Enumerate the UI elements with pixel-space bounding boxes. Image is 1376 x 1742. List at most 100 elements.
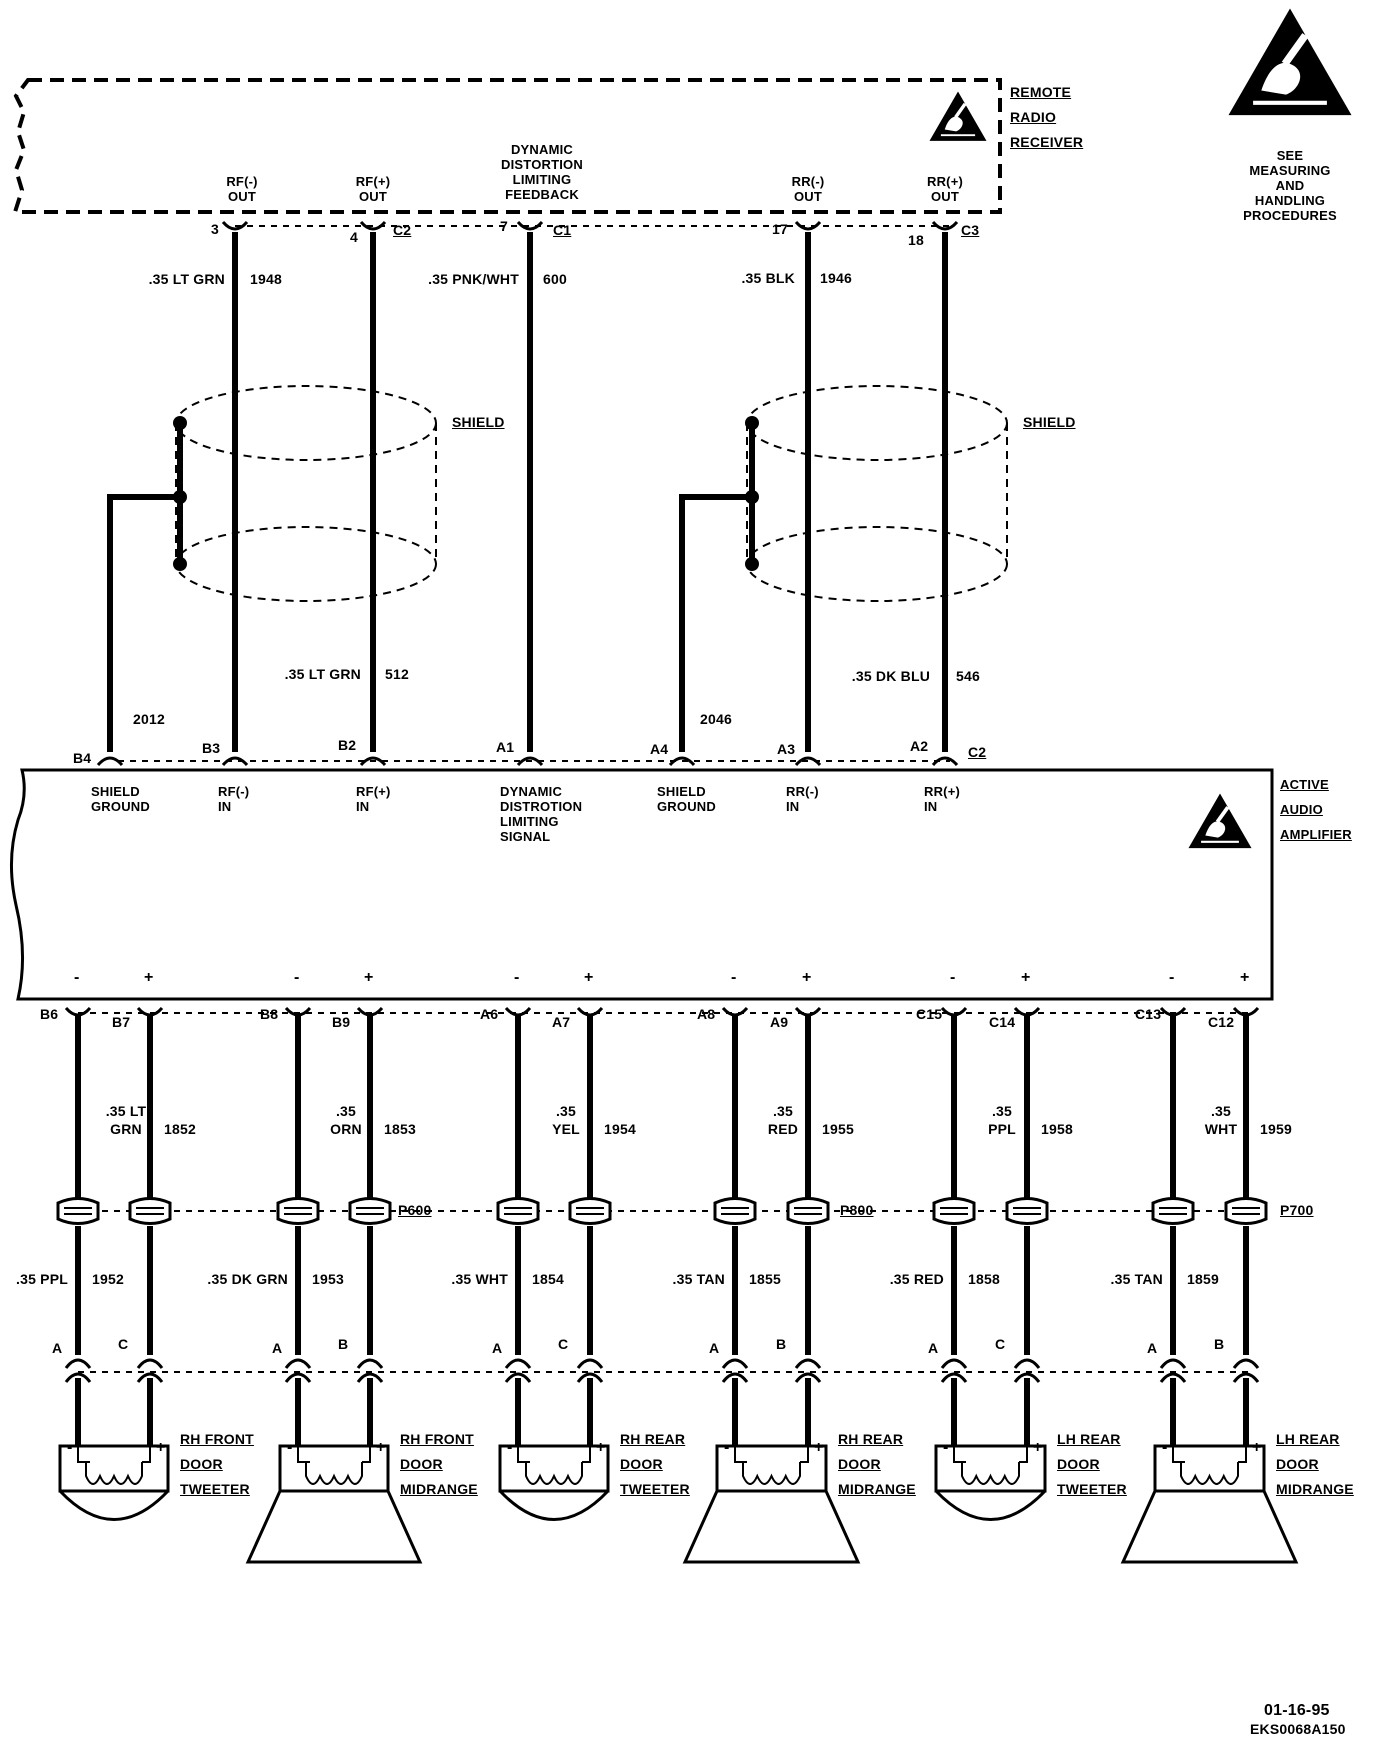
lower-wire-color-2: YEL xyxy=(552,1121,580,1137)
speaker-pin-b-3: B xyxy=(776,1336,787,1352)
lower-wire-color-0: GRN xyxy=(110,1121,142,1137)
radio-connector-c2: C2 xyxy=(393,222,412,238)
inline-connector-label-1: P800 xyxy=(840,1202,874,1218)
shield-label-right: SHIELD xyxy=(1023,414,1076,430)
speaker-sign-minus-4: - xyxy=(943,1439,949,1456)
speaker-label-line-0-1: DOOR xyxy=(180,1456,223,1472)
speaker-pin-a-4: A xyxy=(928,1340,939,1356)
speaker-cone-1 xyxy=(245,1490,423,1564)
speaker-body-1 xyxy=(278,1444,390,1493)
inline-connector-2-1 xyxy=(568,1197,612,1225)
speaker-body-4 xyxy=(934,1444,1047,1493)
speaker-conn-top-3-1 xyxy=(794,1358,822,1369)
speaker-pin-a-5: A xyxy=(1147,1340,1158,1356)
amp-output-cup-5-1 xyxy=(1232,1006,1260,1017)
radio-receiver-box xyxy=(12,78,1002,214)
amp-output-pin-0-plus: B7 xyxy=(112,1014,131,1030)
lower-wire-gauge-5: .35 xyxy=(1210,1103,1232,1119)
speaker-conn-top-1-1 xyxy=(356,1358,384,1369)
speaker-pin-a-2: A xyxy=(492,1340,503,1356)
speaker-label-line-4-0: LH REAR xyxy=(1057,1431,1121,1447)
amp-output-sign-plus-2: + xyxy=(584,969,594,986)
amp-output-cup-5-0 xyxy=(1159,1006,1187,1017)
radio-connector-c3: C3 xyxy=(961,222,980,238)
speaker-body-2 xyxy=(498,1444,610,1493)
speaker-sign-minus-5: - xyxy=(1162,1439,1168,1456)
wire-label-1946-circuit: 1946 xyxy=(820,270,852,286)
radio-terminal-rf-minus: RF(-) OUT xyxy=(226,174,258,204)
speaker-conn-bot-4-0 xyxy=(940,1372,968,1383)
wire-label-600-circuit: 600 xyxy=(543,271,567,287)
speaker-conn-bot-2-0 xyxy=(504,1372,532,1383)
speaker-pin-a-0: A xyxy=(52,1340,63,1356)
speaker-wire-circuit-2: 1854 xyxy=(532,1271,564,1287)
speaker-body-5 xyxy=(1153,1444,1266,1493)
radio-terminal-ddl-feedback: DYNAMIC DISTORTION LIMITING FEEDBACK xyxy=(501,142,583,202)
amp-output-cup-3-0 xyxy=(721,1006,749,1017)
amp-output-pin-4-plus: C14 xyxy=(989,1014,1016,1030)
amp-output-cup-2-1 xyxy=(576,1006,604,1017)
wire-label-1946-color: .35 BLK xyxy=(741,270,795,286)
wire-label-600-color: .35 PNK/WHT xyxy=(428,271,519,287)
amp-output-cup-4-1 xyxy=(1013,1006,1041,1017)
lower-wire-circuit-5: 1959 xyxy=(1260,1121,1292,1137)
footer-date: 01-16-95 xyxy=(1264,1702,1330,1719)
amp-input-rf-minus: RF(-) IN xyxy=(218,784,250,814)
speaker-wire-circuit-5: 1859 xyxy=(1187,1271,1219,1287)
speaker-label-line-2-2: TWEETER xyxy=(620,1481,690,1497)
amp-output-pin-5-minus: C13 xyxy=(1135,1006,1162,1022)
speaker-conn-bot-3-1 xyxy=(794,1372,822,1383)
lower-wire-color-3: RED xyxy=(767,1121,799,1137)
speaker-label-line-3-0: RH REAR xyxy=(838,1431,904,1447)
speaker-dome-2 xyxy=(498,1489,610,1521)
amp-output-sign-minus-0: - xyxy=(74,969,80,986)
lower-wire-gauge-3: .35 xyxy=(772,1103,794,1119)
speaker-wire-gauge-color-5: .35 TAN xyxy=(1110,1271,1163,1287)
wire-label-512-color: .35 LT GRN xyxy=(284,666,361,682)
speaker-label-line-4-2: TWEETER xyxy=(1057,1481,1127,1497)
amp-output-cup-1-0 xyxy=(284,1006,312,1017)
upper-wire-rf-minus xyxy=(232,232,948,752)
radio-pin-7: 7 xyxy=(500,218,508,234)
speaker-coil-5 xyxy=(1180,1462,1239,1485)
amp-output-cup-3-1 xyxy=(794,1006,822,1017)
amp-pin-a2: A2 xyxy=(910,738,929,754)
speaker-pin-b-5: B xyxy=(1214,1336,1225,1352)
radio-pin-3: 3 xyxy=(211,221,219,237)
speaker-wire-gauge-color-1: .35 DK GRN xyxy=(207,1271,288,1287)
speaker-conn-bot-3-0 xyxy=(721,1372,749,1383)
speaker-cone-5 xyxy=(1120,1490,1299,1564)
speaker-conn-top-2-1 xyxy=(576,1358,604,1369)
lower-wire-gauge-4: .35 xyxy=(991,1103,1013,1119)
amp-pin-b2: B2 xyxy=(338,737,357,753)
speaker-sign-plus-4: + xyxy=(1033,1439,1043,1456)
speaker-conn-top-4-0 xyxy=(940,1358,968,1369)
speaker-conn-bot-5-0 xyxy=(1159,1372,1187,1383)
esd-note: SEE MEASURING AND HANDLING PROCEDURES xyxy=(1243,148,1337,223)
amp-input-shield-ground-2: SHIELD GROUND xyxy=(657,784,716,814)
amp-input-ddl-signal: DYNAMIC DISTROTION LIMITING SIGNAL xyxy=(500,784,583,844)
speaker-label-line-3-2: MIDRANGE xyxy=(838,1481,916,1497)
speaker-sign-minus-1: - xyxy=(287,1439,293,1456)
speaker-sign-minus-2: - xyxy=(507,1439,513,1456)
amp-output-sign-plus-3: + xyxy=(802,969,812,986)
speaker-label-line-5-1: DOOR xyxy=(1276,1456,1319,1472)
wire-label-546-circuit: 546 xyxy=(956,668,980,684)
speaker-conn-bot-1-1 xyxy=(356,1372,384,1383)
speaker-label-line-0-2: TWEETER xyxy=(180,1481,250,1497)
radio-pin-4: 4 xyxy=(350,229,358,245)
amp-pin-a1: A1 xyxy=(496,739,515,755)
amp-output-pin-1-plus: B9 xyxy=(332,1014,351,1030)
radio-terminal-rr-minus: RR(-) OUT xyxy=(791,174,825,204)
speaker-pin-b-2: C xyxy=(558,1336,569,1352)
speaker-conn-top-5-1 xyxy=(1232,1358,1260,1369)
radio-terminal-rf-plus: RF(+) OUT xyxy=(355,174,391,204)
speaker-sign-plus-3: + xyxy=(814,1439,824,1456)
lower-wire-color-4: PPL xyxy=(988,1121,1016,1137)
